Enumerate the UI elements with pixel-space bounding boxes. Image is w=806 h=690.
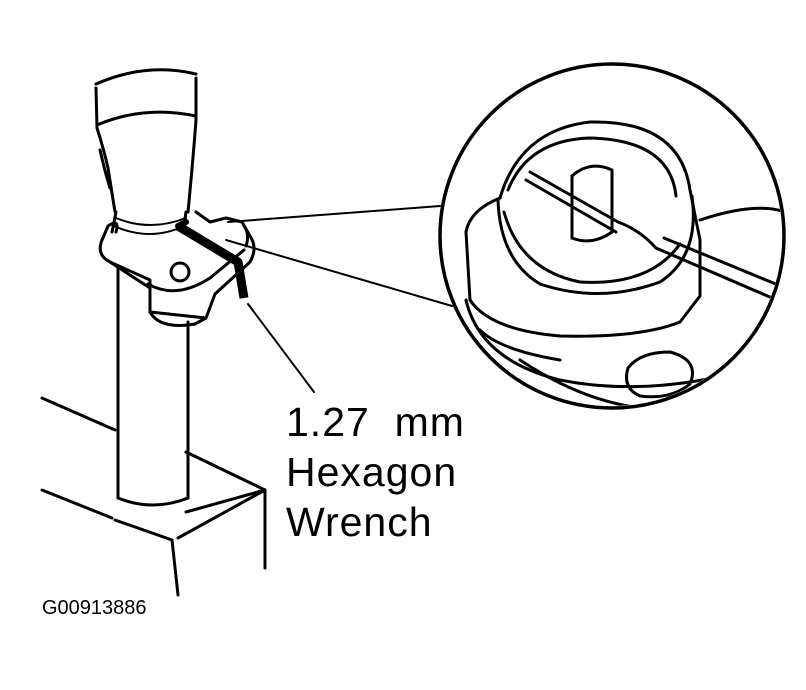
clamp-collar (100, 212, 254, 326)
tool-barrel (96, 70, 196, 234)
callout-tool-label: Wrench (286, 499, 433, 545)
shaft (118, 268, 188, 505)
magnifier-leader-lower (226, 240, 452, 306)
magnified-detail (440, 64, 800, 408)
label-leader-line (248, 304, 314, 392)
hexagon-wrench (178, 222, 244, 298)
callout-type-label: Hexagon (286, 449, 458, 495)
magnifier-leader-upper (228, 206, 440, 222)
callout-size-label: 1.27 mm (286, 399, 465, 445)
base-block (42, 398, 265, 595)
figure-id-label: G00913886 (42, 597, 147, 619)
